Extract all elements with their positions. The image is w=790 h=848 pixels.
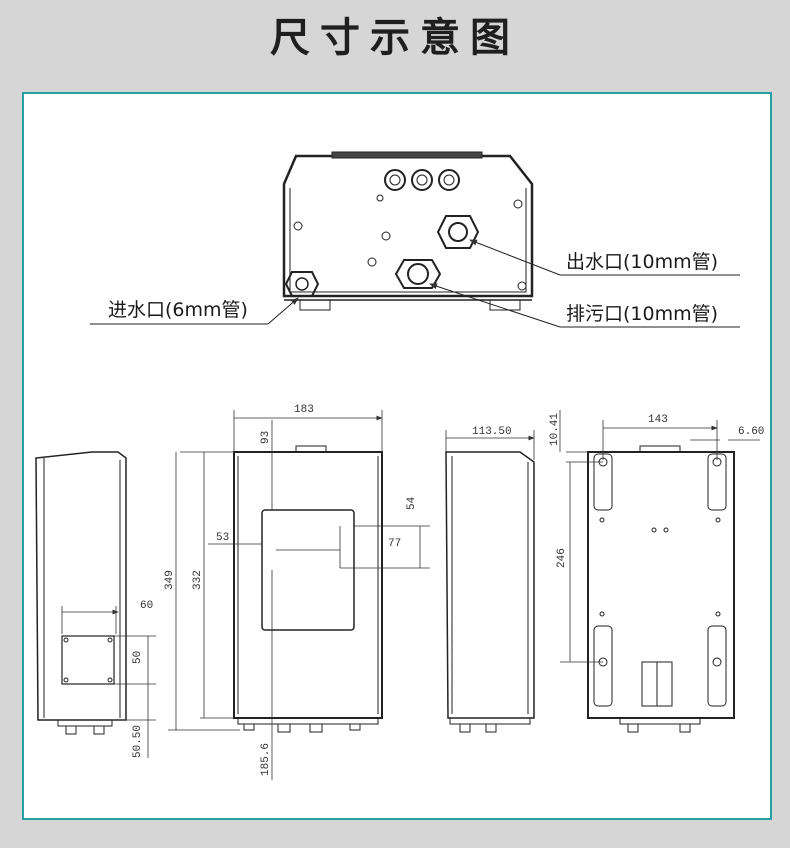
bottom-view bbox=[282, 151, 534, 311]
dim-screen-w: 77 bbox=[388, 538, 401, 550]
dim-back-top: 10.41 bbox=[549, 413, 561, 446]
dim-front-width: 183 bbox=[294, 404, 314, 416]
side-view bbox=[35, 451, 127, 735]
outlet-label: 出水口(10mm管) bbox=[566, 251, 718, 273]
dim-screen-h: 54 bbox=[406, 496, 418, 510]
drain-label: 排污口(10mm管) bbox=[566, 303, 718, 325]
dim-front-height: 349 bbox=[164, 570, 176, 590]
dim-back-edge: 6.60 bbox=[738, 426, 764, 438]
page-title: 尺寸示意图 bbox=[270, 15, 520, 61]
dim-front-top: 93 bbox=[260, 431, 272, 444]
inlet-label: 进水口(6mm管) bbox=[108, 299, 248, 321]
dim-side-bottom: 50.50 bbox=[132, 725, 144, 758]
callout-leaders bbox=[90, 239, 740, 328]
side-dimensions bbox=[61, 606, 156, 758]
dim-side-box-w: 60 bbox=[140, 600, 153, 612]
dim-back-width: 143 bbox=[648, 414, 668, 426]
dim-back-hole-spacing: 246 bbox=[556, 548, 568, 568]
dim-front-inner: 332 bbox=[192, 570, 204, 590]
dim-side-depth: 113.50 bbox=[472, 426, 512, 438]
depth-view bbox=[445, 451, 535, 733]
diagram-panel bbox=[22, 92, 772, 820]
back-view bbox=[587, 445, 735, 733]
back-dimensions bbox=[559, 410, 760, 663]
depth-dimensions bbox=[445, 430, 535, 460]
dim-side-box-h: 50 bbox=[132, 651, 144, 664]
dim-bottom-depth: 185.6 bbox=[260, 743, 272, 776]
dim-screen-left: 53 bbox=[216, 532, 229, 544]
front-view bbox=[233, 445, 383, 733]
front-dimensions bbox=[168, 410, 430, 780]
